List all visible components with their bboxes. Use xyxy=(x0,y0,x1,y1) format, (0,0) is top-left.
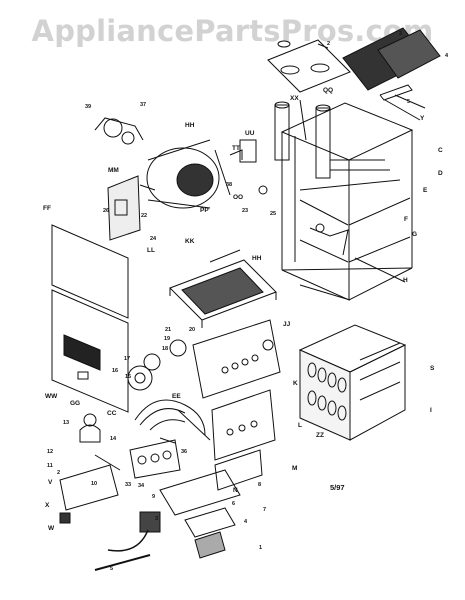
part-letter-label-25: L xyxy=(298,422,302,429)
part-number-label-3: 5 xyxy=(407,99,410,105)
part-letter-label-0: XX xyxy=(290,95,299,102)
part-number-label-32: 5 xyxy=(110,566,113,572)
part-number-label-8: 24 xyxy=(150,236,157,242)
lower-front-panel xyxy=(51,289,129,413)
part-letter-label-33: S xyxy=(430,365,435,372)
part-letter-label-22: GG xyxy=(70,400,80,407)
part-number-label-35: 33 xyxy=(125,482,131,488)
part-letter-label-1: QQ xyxy=(323,87,333,94)
part-letter-label-23: CC xyxy=(107,410,117,417)
part-number-label-26: 7 xyxy=(263,507,266,513)
door-switch-assembly xyxy=(59,413,121,524)
burner-tray xyxy=(169,249,277,328)
part-number-label-5: 37 xyxy=(140,102,146,108)
upper-front-panel xyxy=(51,224,129,319)
part-letter-label-14: OO xyxy=(233,194,243,201)
part-number-label-29: 9 xyxy=(152,494,155,500)
part-number-label-14: 21 xyxy=(165,327,171,333)
part-letter-label-26: ZZ xyxy=(316,432,324,439)
label-text: XX QQ Y C D E F G H UU TT HH MM PP OO LL FF KK HH JJ K WW GG CC… xyxy=(43,31,449,572)
part-letter-label-10: TT xyxy=(232,145,240,152)
part-letter-label-27: M xyxy=(292,465,297,472)
part-number-label-24: 36 xyxy=(181,449,187,455)
part-number-label-12: 18 xyxy=(162,346,168,352)
blower-assembly xyxy=(94,117,231,241)
part-number-label-2: 4 xyxy=(445,53,449,59)
part-number-label-10: 23 xyxy=(242,208,248,214)
part-letter-label-4: D xyxy=(438,170,443,177)
part-number-label-11: 25 xyxy=(270,211,276,217)
part-letter-label-21: WW xyxy=(45,393,58,400)
part-letter-label-20: K xyxy=(293,380,298,387)
furnace-cabinet xyxy=(274,94,426,301)
part-number-label-23: 10 xyxy=(91,481,97,487)
part-letter-label-18: HH xyxy=(252,255,262,262)
burner-manifold xyxy=(134,389,276,461)
part-number-label-6: 38 xyxy=(226,182,232,188)
part-number-label-15: 20 xyxy=(189,327,195,333)
part-number-label-28: 4 xyxy=(244,519,248,525)
part-letter-label-13: PP xyxy=(200,207,209,214)
part-letter-label-28: N xyxy=(233,487,238,494)
part-letter-label-2: Y xyxy=(420,115,425,122)
heat-exchanger xyxy=(298,324,407,441)
part-letter-label-12: MM xyxy=(108,167,119,174)
part-number-label-13: 19 xyxy=(164,336,170,342)
part-number-label-19: 13 xyxy=(63,420,69,426)
part-number-label-17: 16 xyxy=(112,368,118,374)
part-number-label-7: 26 xyxy=(103,208,109,214)
part-letter-label-19: JJ xyxy=(283,321,291,328)
watermark: AppliancePartsPros.com xyxy=(31,14,434,48)
part-letter-label-24: EE xyxy=(172,393,181,400)
part-number-label-22: 11 xyxy=(47,463,53,469)
part-letter-label-8: H xyxy=(403,277,408,284)
part-letter-label-6: F xyxy=(404,216,408,223)
part-number-label-9: 22 xyxy=(141,213,147,219)
part-number-label-25: 8 xyxy=(258,482,261,488)
part-letter-label-9: UU xyxy=(245,130,255,137)
part-letter-label-31: V xyxy=(48,479,53,486)
part-letter-label-11: HH xyxy=(185,122,195,129)
flue-parts xyxy=(229,139,268,195)
air-filter xyxy=(342,27,441,101)
part-letter-label-17: KK xyxy=(185,238,195,245)
part-number-label-27: 6 xyxy=(232,501,235,507)
part-letter-label-29: X xyxy=(45,502,50,509)
letter-labels: XX QQ Y C D E F G H UU TT HH MM PP OO LL FF KK HH JJ K WW GG CC… xyxy=(43,87,443,532)
part-number-label-16: 17 xyxy=(124,356,130,362)
part-letter-label-15: LL xyxy=(147,247,155,254)
part-letter-label-16: FF xyxy=(43,205,51,212)
control-components xyxy=(94,439,263,571)
top-panel xyxy=(267,39,351,93)
part-number-label-21: 12 xyxy=(47,449,53,455)
part-number-label-30: 1 xyxy=(259,545,262,551)
part-number-label-20: 14 xyxy=(110,436,117,442)
part-number-label-0: 2 xyxy=(327,41,330,47)
part-number-label-4: 39 xyxy=(85,104,91,110)
date-code: 5/97 xyxy=(330,483,345,492)
part-letter-label-32: I xyxy=(430,407,432,414)
part-letter-label-30: W xyxy=(48,525,55,532)
part-letter-label-3: C xyxy=(438,147,443,154)
part-number-label-31: 3 xyxy=(155,516,158,522)
part-number-label-18: 15 xyxy=(125,374,131,380)
part-letter-label-5: E xyxy=(423,187,428,194)
inducer-panel xyxy=(127,319,281,399)
part-number-label-34: 34 xyxy=(138,483,145,489)
part-number-label-1: 3 xyxy=(399,31,402,37)
part-letter-label-7: G xyxy=(412,231,417,238)
part-number-label-33: 2 xyxy=(57,470,60,476)
